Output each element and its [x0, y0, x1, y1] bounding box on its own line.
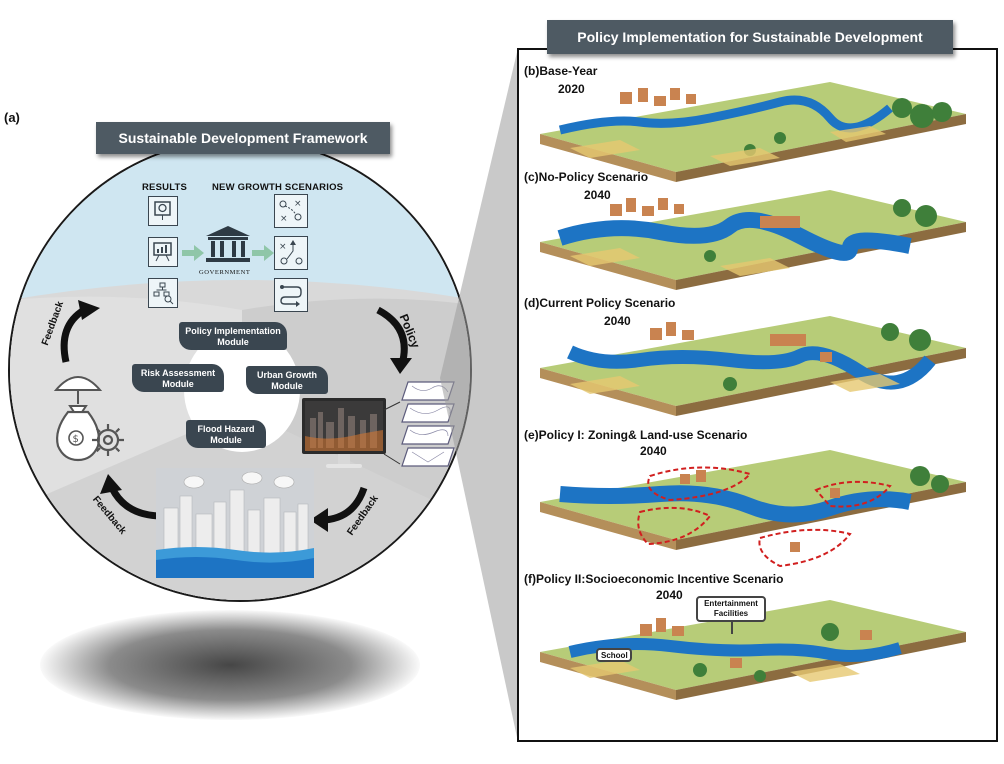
landscape-e	[540, 450, 966, 568]
connector-lines	[383, 401, 401, 465]
strategy-play-icon: ××	[274, 194, 308, 228]
entertainment-facilities-callout: Entertainment Facilities	[696, 596, 766, 622]
flood-hazard-module: Flood Hazard Module	[186, 420, 266, 448]
scenario-b-year: 2020	[558, 82, 585, 96]
policy-arrow	[376, 306, 412, 374]
zoning-outlines	[637, 466, 892, 568]
scenario-d-title: (d)Current Policy Scenario	[524, 296, 676, 310]
scenario-e-title: (e)Policy I: Zoning& Land-use Scenario	[524, 428, 748, 442]
presentation-board-icon	[148, 196, 178, 226]
money-bag-umbrella-icon: $	[42, 360, 134, 469]
panel-label-a: (a)	[4, 110, 20, 125]
arrow-results-to-government	[182, 245, 204, 261]
zoom-wedge	[440, 48, 518, 742]
results-heading: RESULTS	[142, 182, 188, 193]
government-label: GOVERNMENT	[199, 269, 251, 276]
circle-drop-shadow	[40, 610, 420, 720]
scenario-e-year: 2040	[640, 444, 667, 458]
svg-text:×: ×	[279, 242, 287, 252]
curved-route-icon	[274, 278, 308, 312]
svg-text:×: ×	[294, 199, 302, 209]
policy-title-banner: Policy Implementation for Sustainable De…	[547, 20, 953, 54]
svg-text:$: $	[73, 434, 79, 445]
entertainment-pointer	[731, 620, 733, 634]
hierarchy-search-icon	[148, 278, 178, 308]
svg-text:×: ×	[280, 214, 288, 224]
framework-title-banner: Sustainable Development Framework	[96, 122, 390, 154]
landscape-c	[540, 190, 966, 290]
arrow-government-to-scenarios	[252, 245, 274, 261]
scenario-b-title: (b)Base-Year	[524, 64, 598, 78]
route-play-icon: ×	[274, 236, 308, 270]
landscape-f	[540, 600, 966, 700]
government-building-icon	[203, 224, 253, 271]
scenario-f-title: (f)Policy II:Socioeconomic Incentive Sce…	[524, 572, 784, 586]
monitor-city-image	[300, 396, 388, 477]
gear-icon	[88, 420, 128, 465]
urban-growth-module: Urban Growth Module	[246, 366, 328, 394]
chart-board-icon	[148, 237, 178, 267]
scenario-f-year: 2040	[656, 588, 683, 602]
school-callout: School	[596, 648, 632, 662]
scenario-d-year: 2040	[604, 314, 631, 328]
scenario-c-year: 2040	[584, 188, 611, 202]
map-layers-stack	[398, 378, 458, 479]
feedback-arrow-right	[310, 486, 368, 532]
feedback-arrow-top	[60, 300, 100, 363]
landscape-b	[540, 82, 966, 182]
sky-sector	[10, 140, 470, 300]
growth-scenarios-heading: NEW GROWTH SCENARIOS	[212, 182, 344, 193]
policy-implementation-module: Policy Implementation Module	[179, 322, 287, 350]
risk-assessment-module: Risk Assessment Module	[132, 364, 224, 392]
flooded-city-image	[156, 468, 314, 583]
scenario-c-title: (c)No-Policy Scenario	[524, 170, 649, 184]
landscape-d	[540, 316, 966, 416]
